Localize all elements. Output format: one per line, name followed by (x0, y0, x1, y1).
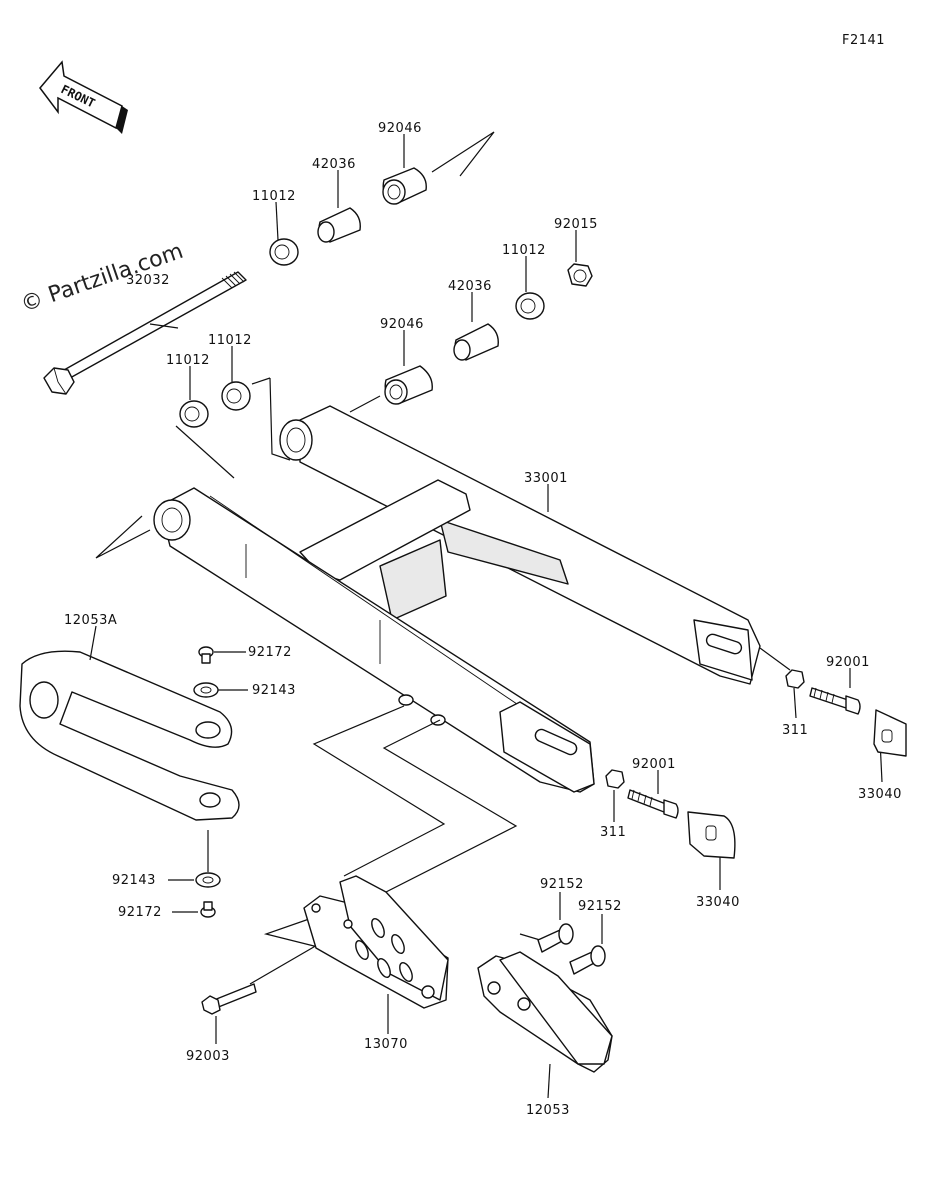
label-92152-b: 92152 (578, 899, 622, 914)
seal-11012-left2 (179, 400, 209, 428)
leader-lines (89, 134, 883, 1099)
label-92172-top: 92172 (248, 645, 292, 660)
swingarm-33001 (153, 405, 761, 793)
screw-92172-top (198, 646, 214, 664)
label-92152-a: 92152 (540, 877, 584, 892)
label-11012-left2: 11012 (166, 353, 210, 368)
label-13070: 13070 (364, 1037, 408, 1052)
label-12053: 12053 (526, 1103, 570, 1118)
label-92046-top: 92046 (378, 121, 422, 136)
label-311-right: 311 (782, 723, 808, 738)
label-11012-right: 11012 (502, 243, 546, 258)
plate-33040-mid (687, 811, 736, 859)
pin-92152-a (537, 923, 574, 953)
label-92172-bot: 92172 (118, 905, 162, 920)
label-92001-mid: 92001 (632, 757, 676, 772)
washer-92143-bot (195, 830, 221, 888)
label-311-mid: 311 (600, 825, 626, 840)
chain-guide-13070 (303, 875, 449, 1009)
label-42036-mid: 42036 (448, 279, 492, 294)
pin-92152-b (569, 945, 606, 975)
label-32032: 32032 (126, 273, 170, 288)
diagram-id: F2141 (842, 33, 885, 48)
label-33040-mid: 33040 (696, 895, 740, 910)
bearing-92046-mid (384, 365, 433, 405)
label-92003: 92003 (186, 1049, 230, 1064)
bolt-92001-mid (627, 789, 679, 819)
label-11012-left1: 11012 (208, 333, 252, 348)
label-12053A: 12053A (64, 613, 117, 628)
label-92001-right: 92001 (826, 655, 870, 670)
label-33001: 33001 (524, 471, 568, 486)
bolt-92001-right (809, 687, 861, 715)
seal-11012-top (269, 238, 299, 266)
label-42036-top: 42036 (312, 157, 356, 172)
collar-42036-top (317, 207, 361, 243)
label-11012-top: 11012 (252, 189, 296, 204)
chain-slipper-12053A (19, 650, 240, 821)
label-92143-top: 92143 (252, 683, 296, 698)
label-92143-bot: 92143 (112, 873, 156, 888)
plate-33040-right (873, 709, 907, 757)
alignment-lines (95, 131, 495, 559)
screw-92172-bot (200, 901, 216, 918)
label-92046-mid: 92046 (380, 317, 424, 332)
chain-guide-12053 (477, 951, 613, 1073)
part-labels: 92046 42036 11012 92015 11012 42036 3203… (64, 121, 902, 1118)
seal-11012-right (515, 292, 545, 320)
nut-311-mid (605, 769, 625, 789)
front-arrow-icon: FRONT (39, 60, 128, 134)
nut-311-right (785, 669, 805, 689)
nut-92015 (567, 263, 593, 287)
washer-92143-top (193, 682, 219, 698)
bolt-92003 (201, 983, 257, 1015)
label-92015: 92015 (554, 217, 598, 232)
label-33040-right: 33040 (858, 787, 902, 802)
bearing-92046-top (382, 167, 427, 205)
collar-42036-mid (453, 323, 499, 361)
seal-11012-left1 (221, 381, 251, 411)
